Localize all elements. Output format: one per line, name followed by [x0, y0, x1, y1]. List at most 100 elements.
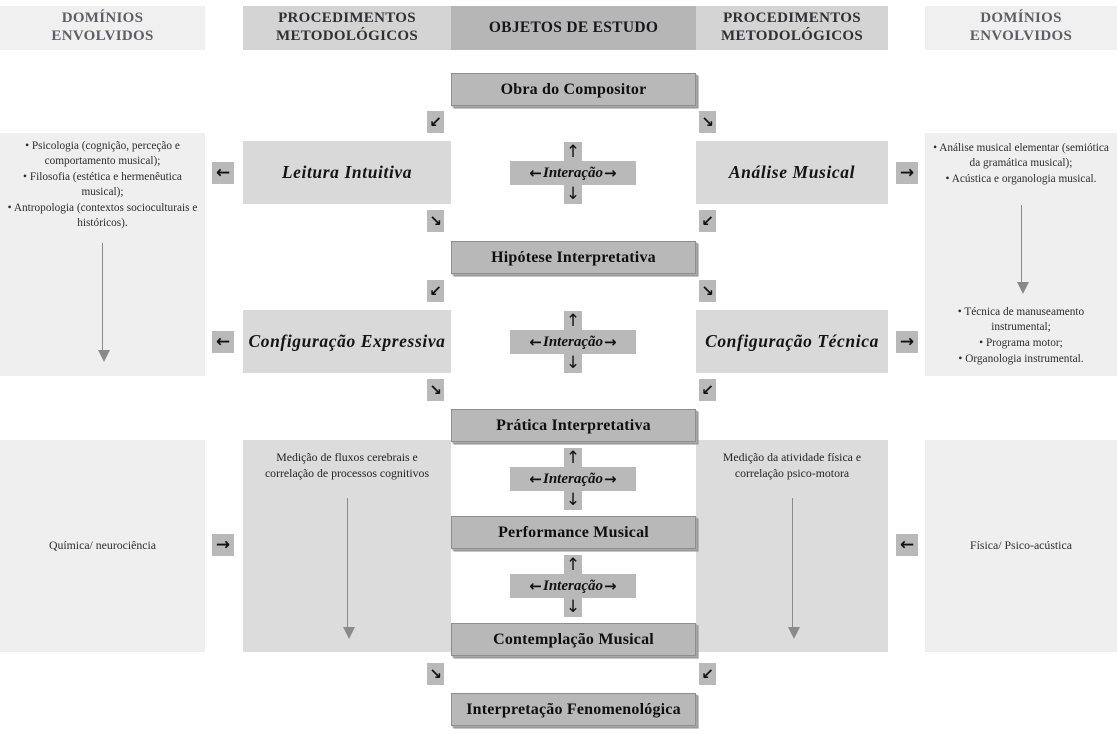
arrow-down-left-icon: ↙ [427, 280, 444, 302]
header-domains-right: DOMÍNIOS ENVOLVIDOS [925, 6, 1117, 50]
list-item: Organologia instrumental. [931, 352, 1111, 367]
arrow-left-icon: ← [529, 470, 542, 488]
method-left-caption: Medição de fluxos cerebrais e correlação… [251, 450, 443, 481]
arrow-down-icon: ↓ [564, 596, 582, 617]
down-arrow-icon [97, 243, 110, 362]
header-procedures-right-line1: PROCEDIMENTOS [723, 10, 861, 27]
object-box-label: Prática Interpretativa [496, 416, 651, 434]
method-background-right: Medição da atividade física e correlação… [696, 440, 888, 652]
interaction-cluster-3: ↑ ← Interação → ↓ [510, 448, 636, 510]
down-arrow-icon [1016, 205, 1029, 294]
domain-panel-left-bottom: Química/ neurociência [0, 440, 205, 652]
arrow-down-icon: ↓ [564, 183, 582, 204]
arrow-left-icon: ← [212, 162, 234, 184]
interaction-label: Interação [543, 470, 603, 487]
list-item: Filosofia (estética e hermenêutica music… [6, 170, 199, 200]
procedure-box-label: Leitura Intuitiva [281, 162, 413, 182]
procedure-box-configuracao-expressiva[interactable]: Configuração Expressiva [243, 310, 451, 373]
down-arrow-icon [787, 498, 800, 639]
header-domains-left-line2: ENVOLVIDOS [51, 28, 154, 44]
interaction-cluster-4: ↑ ← Interação → ↓ [510, 555, 636, 617]
down-arrow-icon [342, 498, 355, 639]
method-background-left: Medição de fluxos cerebrais e correlação… [243, 440, 451, 652]
arrow-right-icon: → [212, 534, 234, 556]
domain-right-mid-bullet-list: Técnica de manuseamento instrumental; Pr… [931, 305, 1111, 368]
header-objects-of-study: OBJETOS DE ESTUDO [451, 6, 696, 50]
header-procedures-right-line2: METODOLÓGICOS [721, 28, 863, 44]
arrow-down-right-icon: ↘ [427, 379, 444, 401]
list-item: Técnica de manuseamento instrumental; [931, 305, 1111, 335]
arrow-up-icon: ↑ [564, 447, 582, 468]
object-box-contemplacao-musical[interactable]: Contemplação Musical [451, 623, 696, 656]
list-item: Psicologia (cognição, perceção e comport… [6, 139, 199, 169]
object-box-label: Hipótese Interpretativa [491, 248, 656, 266]
header-domains-right-line1: DOMÍNIOS [980, 10, 1062, 27]
arrow-up-icon: ↑ [564, 310, 582, 331]
list-item: Acústica e organologia musical. [931, 172, 1111, 187]
arrow-down-left-icon: ↙ [699, 210, 716, 232]
header-procedures-left: PROCEDIMENTOS METODOLÓGICOS [243, 6, 451, 50]
arrow-down-icon: ↓ [564, 489, 582, 510]
object-box-label: Interpretação Fenomenológica [466, 700, 681, 718]
procedure-box-leitura-intuitiva[interactable]: Leitura Intuitiva [243, 141, 451, 204]
header-objects-label: OBJETOS DE ESTUDO [488, 18, 659, 36]
object-box-pratica-interpretativa[interactable]: Prática Interpretativa [451, 409, 696, 442]
procedure-box-label: Configuração Expressiva [248, 331, 446, 351]
interaction-label: Interação [543, 333, 603, 350]
arrow-down-right-icon: ↘ [427, 663, 444, 685]
object-box-performance-musical[interactable]: Performance Musical [451, 516, 696, 549]
header-domains-left: DOMÍNIOS ENVOLVIDOS [0, 6, 205, 50]
method-right-caption-line1: Medição da atividade física e [722, 450, 862, 464]
procedure-box-label: Configuração Técnica [705, 331, 879, 351]
arrow-right-icon: → [604, 164, 617, 182]
object-box-label: Performance Musical [498, 523, 649, 541]
domain-panel-left-top: Psicologia (cognição, perceção e comport… [0, 133, 205, 376]
arrow-right-icon: → [896, 162, 918, 184]
arrow-down-right-icon: ↘ [699, 111, 716, 133]
object-box-label: Contemplação Musical [493, 630, 654, 648]
interaction-label-box: ← Interação → [510, 161, 636, 185]
arrow-left-icon: ← [529, 333, 542, 351]
arrow-right-icon: → [896, 331, 918, 353]
procedure-box-configuracao-tecnica[interactable]: Configuração Técnica [696, 310, 888, 373]
domain-right-top-bullet-list: Análise musical elementar (semiótica da … [931, 141, 1111, 188]
arrow-right-icon: → [604, 333, 617, 351]
list-item: Programa motor; [931, 336, 1111, 351]
interaction-cluster-2: ↑ ← Interação → ↓ [510, 311, 636, 373]
arrow-down-right-icon: ↘ [699, 280, 716, 302]
arrow-down-left-icon: ↙ [699, 663, 716, 685]
method-right-caption: Medição da atividade física e correlação… [704, 450, 880, 481]
header-procedures-left-line1: PROCEDIMENTOS [278, 10, 416, 27]
domain-left-bottom-label: Química/ neurociência [48, 538, 157, 552]
object-box-label: Obra do Compositor [500, 80, 647, 98]
arrow-left-icon: ← [529, 164, 542, 182]
header-domains-left-line1: DOMÍNIOS [61, 10, 144, 27]
arrow-down-icon: ↓ [564, 352, 582, 373]
domain-left-bullet-list: Psicologia (cognição, perceção e comport… [6, 139, 199, 232]
arrow-down-left-icon: ↙ [427, 111, 444, 133]
header-procedures-left-line2: METODOLÓGICOS [276, 28, 418, 44]
interaction-label-box: ← Interação → [510, 574, 636, 598]
interaction-label: Interação [543, 164, 603, 181]
object-box-hipotese-interpretativa[interactable]: Hipótese Interpretativa [451, 241, 696, 274]
interaction-label-box: ← Interação → [510, 467, 636, 491]
interaction-label: Interação [543, 577, 603, 594]
interaction-label-box: ← Interação → [510, 330, 636, 354]
method-left-caption-line1: Medição de fluxos cerebrais e [276, 450, 418, 464]
domain-panel-right-bottom: Física/ Psico-acústica [925, 440, 1117, 652]
arrow-left-icon: ← [529, 577, 542, 595]
list-item: Análise musical elementar (semiótica da … [931, 141, 1111, 171]
procedure-box-analise-musical[interactable]: Análise Musical [696, 141, 888, 204]
procedure-box-label: Análise Musical [728, 162, 856, 182]
arrow-down-right-icon: ↘ [427, 210, 444, 232]
method-right-caption-line2: correlação psico-motora [734, 465, 850, 480]
arrow-left-icon: ← [896, 534, 918, 556]
method-left-caption-line2: correlação de processos cognitivos [264, 465, 430, 480]
list-item: Antropologia (contextos socioculturais e… [6, 201, 199, 231]
object-box-obra-do-compositor[interactable]: Obra do Compositor [451, 73, 696, 106]
header-procedures-right: PROCEDIMENTOS METODOLÓGICOS [696, 6, 888, 50]
header-domains-right-line2: ENVOLVIDOS [969, 28, 1073, 44]
object-box-interpretacao-fenomenologica[interactable]: Interpretação Fenomenológica [451, 693, 696, 726]
domain-panel-right-top: Análise musical elementar (semiótica da … [925, 133, 1117, 376]
